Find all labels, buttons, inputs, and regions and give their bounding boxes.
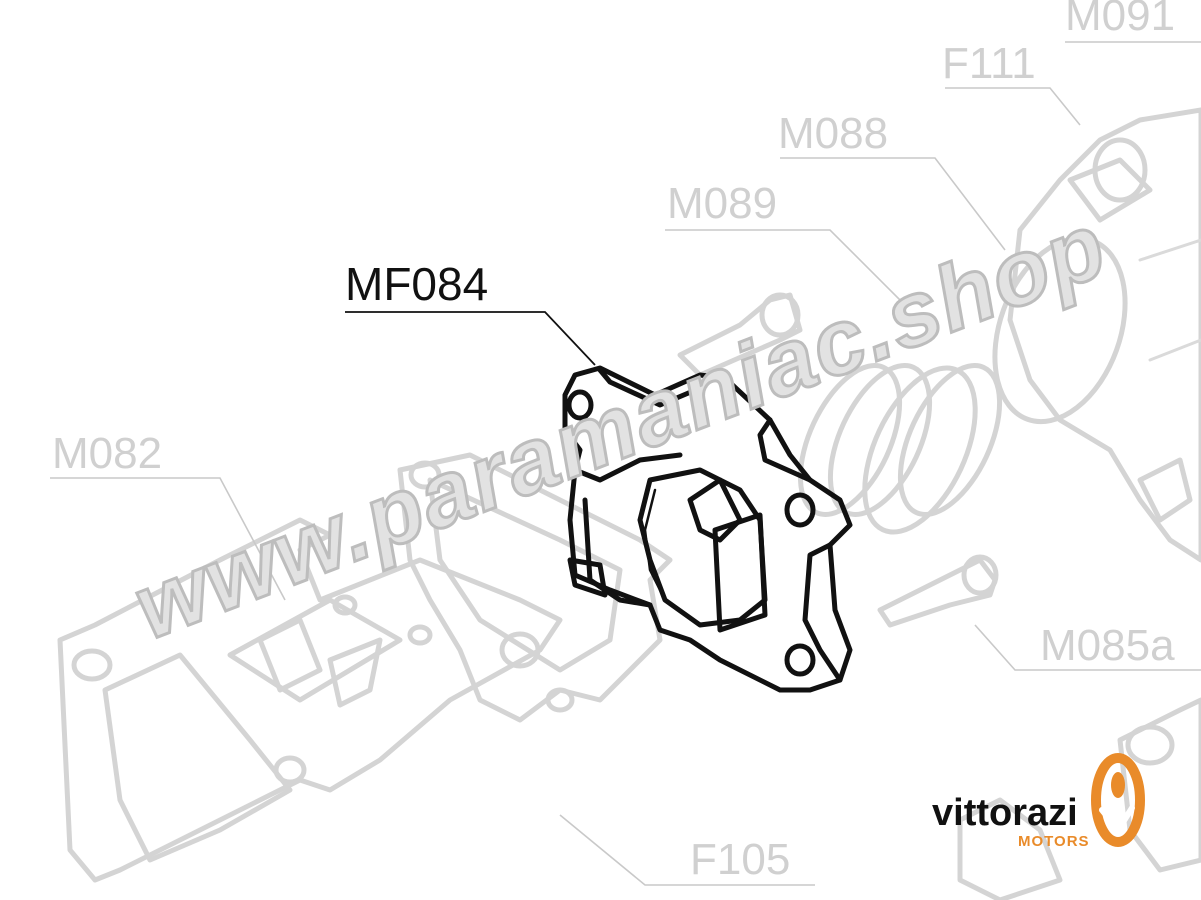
label-m088: M088 bbox=[778, 109, 888, 158]
leader-m089 bbox=[665, 229, 901, 301]
label-m082: M082 bbox=[52, 429, 162, 478]
label-m085a: M085a bbox=[1040, 621, 1175, 670]
label-mf084: MF084 bbox=[345, 258, 488, 310]
part-mf084[interactable] bbox=[562, 365, 853, 693]
leader-lines bbox=[50, 41, 1201, 886]
brand-logo: vittorazi MOTORS bbox=[932, 753, 1145, 850]
screw-ghost-top bbox=[677, 292, 803, 378]
label-f105: F105 bbox=[690, 835, 790, 884]
leader-m085a bbox=[974, 624, 1201, 671]
label-m089: M089 bbox=[667, 179, 777, 228]
brand-name: vittorazi bbox=[932, 792, 1078, 834]
reed-valve-ghost bbox=[57, 517, 563, 883]
leader-f105 bbox=[559, 814, 815, 886]
leader-m088 bbox=[780, 157, 1006, 251]
label-f111: F111 bbox=[942, 39, 1036, 88]
label-m091: M091 bbox=[1065, 0, 1175, 40]
leader-mf084 bbox=[345, 311, 596, 366]
brand-sub: MOTORS bbox=[1018, 833, 1090, 850]
leader-f111 bbox=[945, 87, 1081, 126]
screw-ghost-bottom bbox=[877, 554, 999, 628]
spacer-ghost bbox=[797, 363, 1003, 535]
crankcase-ghost bbox=[992, 107, 1201, 563]
leader-m082 bbox=[50, 477, 286, 601]
brand-mark-icon bbox=[1091, 753, 1145, 847]
part-labels: M091 F111 M088 M089 MF084 M082 M085a F10… bbox=[52, 0, 1175, 884]
